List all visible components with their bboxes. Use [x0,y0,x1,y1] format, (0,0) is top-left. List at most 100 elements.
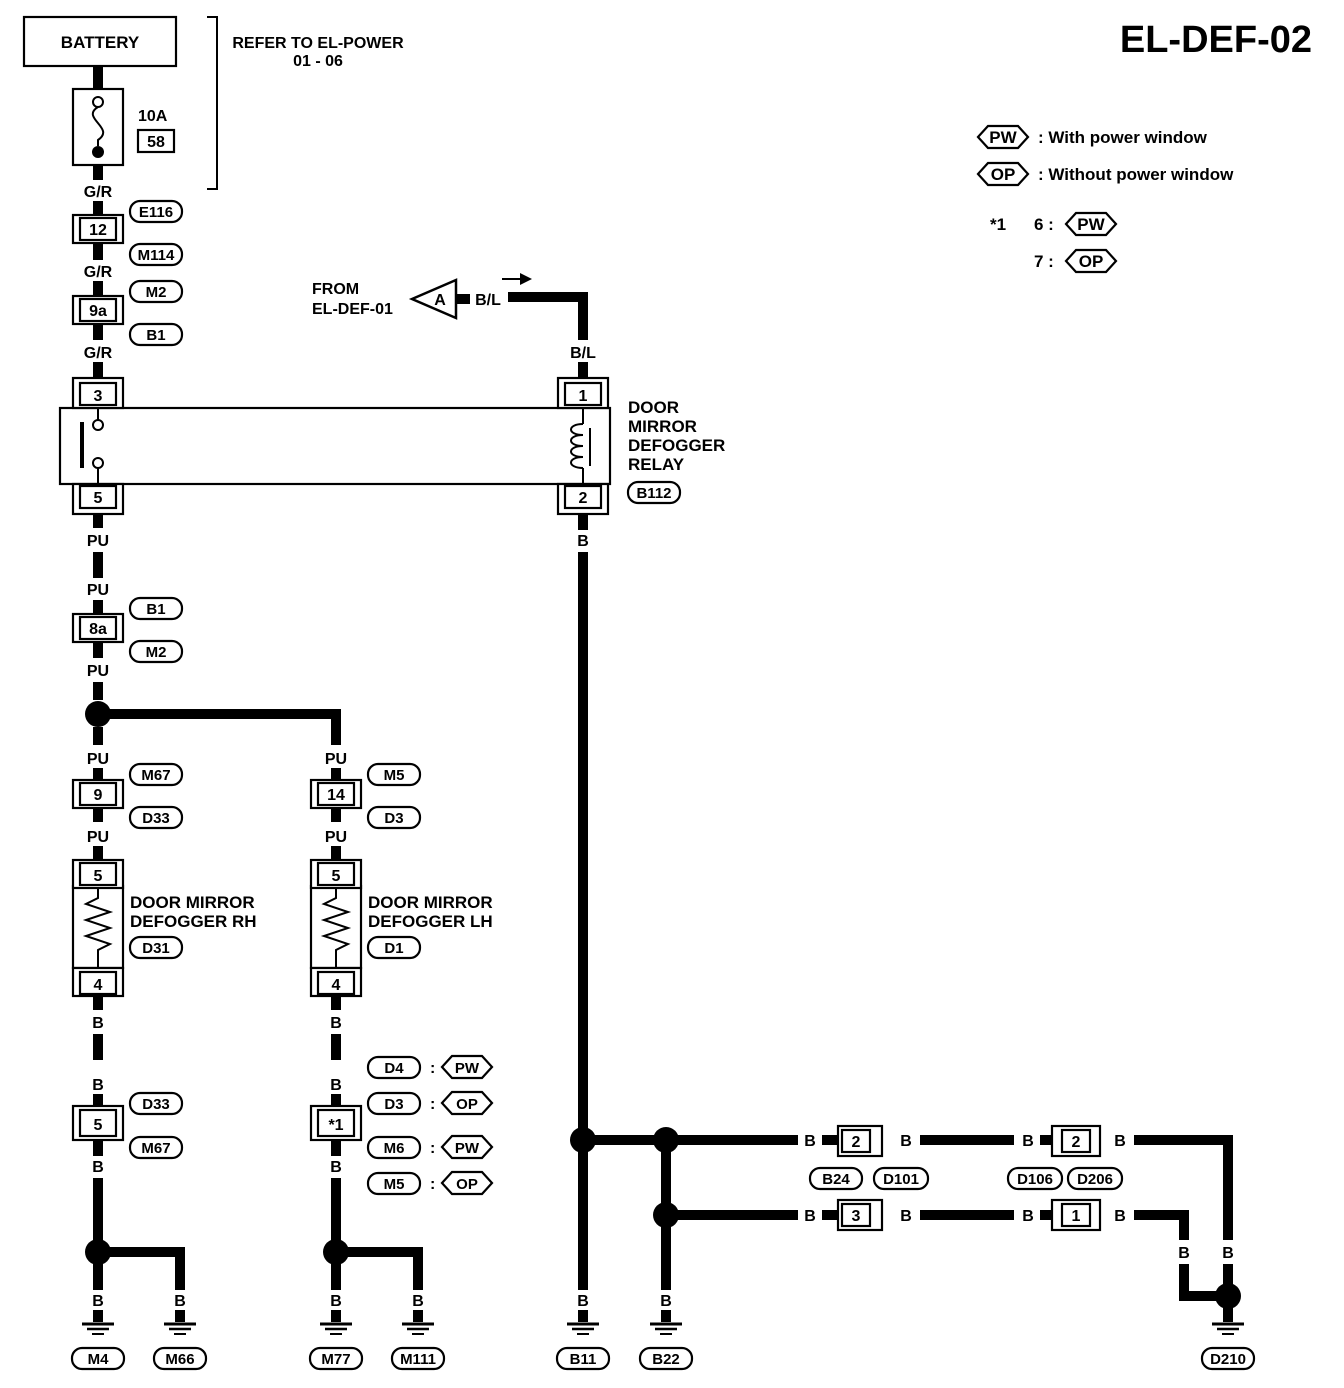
svg-text:M4: M4 [88,1351,109,1368]
svg-text:B24: B24 [822,1171,850,1188]
svg-text:B: B [92,1077,104,1094]
refer-line2: 01 - 06 [293,53,343,70]
svg-text:B: B [174,1293,186,1310]
svg-text:1: 1 [579,388,588,405]
svg-text:B: B [92,1159,104,1176]
svg-text:B: B [1022,1133,1034,1150]
svg-text:B: B [577,1293,589,1310]
svg-text:5: 5 [94,1117,103,1134]
svg-text:B: B [660,1293,672,1310]
svg-text:6 :: 6 : [1034,215,1054,234]
ground-m66 [152,1346,208,1371]
svg-text:M6: M6 [384,1140,405,1157]
svg-text:B11: B11 [570,1351,597,1368]
svg-text:G/R: G/R [84,345,113,362]
svg-text:B: B [1114,1208,1126,1225]
svg-text:M5: M5 [384,1176,405,1193]
svg-text:D33: D33 [142,810,170,827]
svg-text:B: B [92,1293,104,1310]
defogger-rh: 5 4 DOOR MIRROR DEFOGGER RH D31 [71,858,257,998]
svg-text:RELAY: RELAY [628,455,685,474]
svg-text:2: 2 [1072,1134,1081,1151]
connector-12: 12 [71,213,125,245]
svg-text::: : [430,1176,435,1193]
refer-line1: REFER TO EL-POWER [232,35,404,52]
svg-text:B22: B22 [652,1351,680,1368]
svg-text:DEFOGGER: DEFOGGER [628,436,725,455]
svg-text:3: 3 [94,388,103,405]
svg-text:B/L: B/L [475,292,501,309]
svg-text:D206: D206 [1077,1171,1113,1188]
page-title: EL-DEF-02 [1120,19,1312,61]
legend: PW : With power window OP : Without powe… [976,124,1234,274]
svg-text:PW: PW [1077,215,1105,234]
svg-text:B112: B112 [636,485,671,502]
svg-text:OP: OP [456,1096,478,1113]
svg-text:12: 12 [89,222,107,239]
svg-text:M111: M111 [400,1351,436,1368]
svg-text:9: 9 [94,787,103,804]
svg-text:B: B [1114,1133,1126,1150]
svg-text:B: B [330,1159,342,1176]
svg-text:B1: B1 [146,327,165,344]
svg-text:PU: PU [87,751,109,768]
connector-9a: 9a [71,294,125,326]
svg-text:M67: M67 [141,1140,170,1157]
svg-text:7 :: 7 : [1034,252,1054,271]
connector-5: 5 [71,1104,125,1142]
ground-m4 [70,1346,126,1371]
legend-op-text: : Without power window [1038,165,1234,184]
svg-text:B: B [900,1208,912,1225]
ground-m77 [308,1346,364,1371]
svg-text:3: 3 [852,1208,861,1225]
svg-text:4: 4 [94,977,103,994]
svg-text:M66: M66 [165,1351,194,1368]
svg-text:B1: B1 [146,601,165,618]
connector-2-d106: 2 [1050,1124,1102,1158]
svg-text:PW: PW [989,128,1017,147]
svg-text:DOOR MIRROR: DOOR MIRROR [130,893,255,912]
svg-text:2: 2 [579,490,588,507]
op-tag [976,161,1030,187]
fuse: 10A 58 [71,87,176,167]
pw-tag [976,124,1030,150]
svg-text::: : [430,1096,435,1113]
svg-text::: : [430,1140,435,1157]
connector-3: 3 [836,1198,884,1232]
svg-text:B: B [804,1133,816,1150]
svg-text:OP: OP [1079,252,1104,271]
svg-text:B: B [900,1133,912,1150]
svg-text:DEFOGGER LH: DEFOGGER LH [368,912,493,931]
svg-text:FROM: FROM [312,281,359,298]
svg-text:B/L: B/L [570,345,596,362]
svg-text:9a: 9a [89,303,107,320]
svg-text:B: B [804,1208,816,1225]
svg-text:G/R: G/R [84,264,113,281]
svg-text:PU: PU [87,582,109,599]
svg-text:DOOR: DOOR [628,398,679,417]
svg-text:5: 5 [94,490,103,507]
svg-text:4: 4 [332,977,341,994]
svg-text:B: B [1022,1208,1034,1225]
svg-text:PU: PU [325,751,347,768]
svg-text:PU: PU [325,829,347,846]
svg-text:PW: PW [455,1060,480,1077]
svg-text:B: B [1222,1245,1234,1262]
svg-text:D101: D101 [883,1171,919,1188]
svg-text:2: 2 [852,1134,861,1151]
svg-text:PU: PU [87,829,109,846]
svg-text:B: B [1178,1245,1190,1262]
svg-text:B: B [330,1293,342,1310]
svg-text:5: 5 [94,868,103,885]
svg-text:PU: PU [87,533,109,550]
svg-text:D210: D210 [1210,1351,1246,1368]
svg-text:A: A [434,292,446,309]
from-connector-a: A [408,278,458,320]
svg-text:D4: D4 [384,1060,404,1077]
connector-options: D4 : PW D3 : OP M6 : PW M5 : OP [366,1054,494,1196]
svg-text:OP: OP [456,1176,478,1193]
svg-text:MIRROR: MIRROR [628,417,697,436]
svg-text:14: 14 [327,787,345,804]
connector-14: 14 [309,778,363,810]
